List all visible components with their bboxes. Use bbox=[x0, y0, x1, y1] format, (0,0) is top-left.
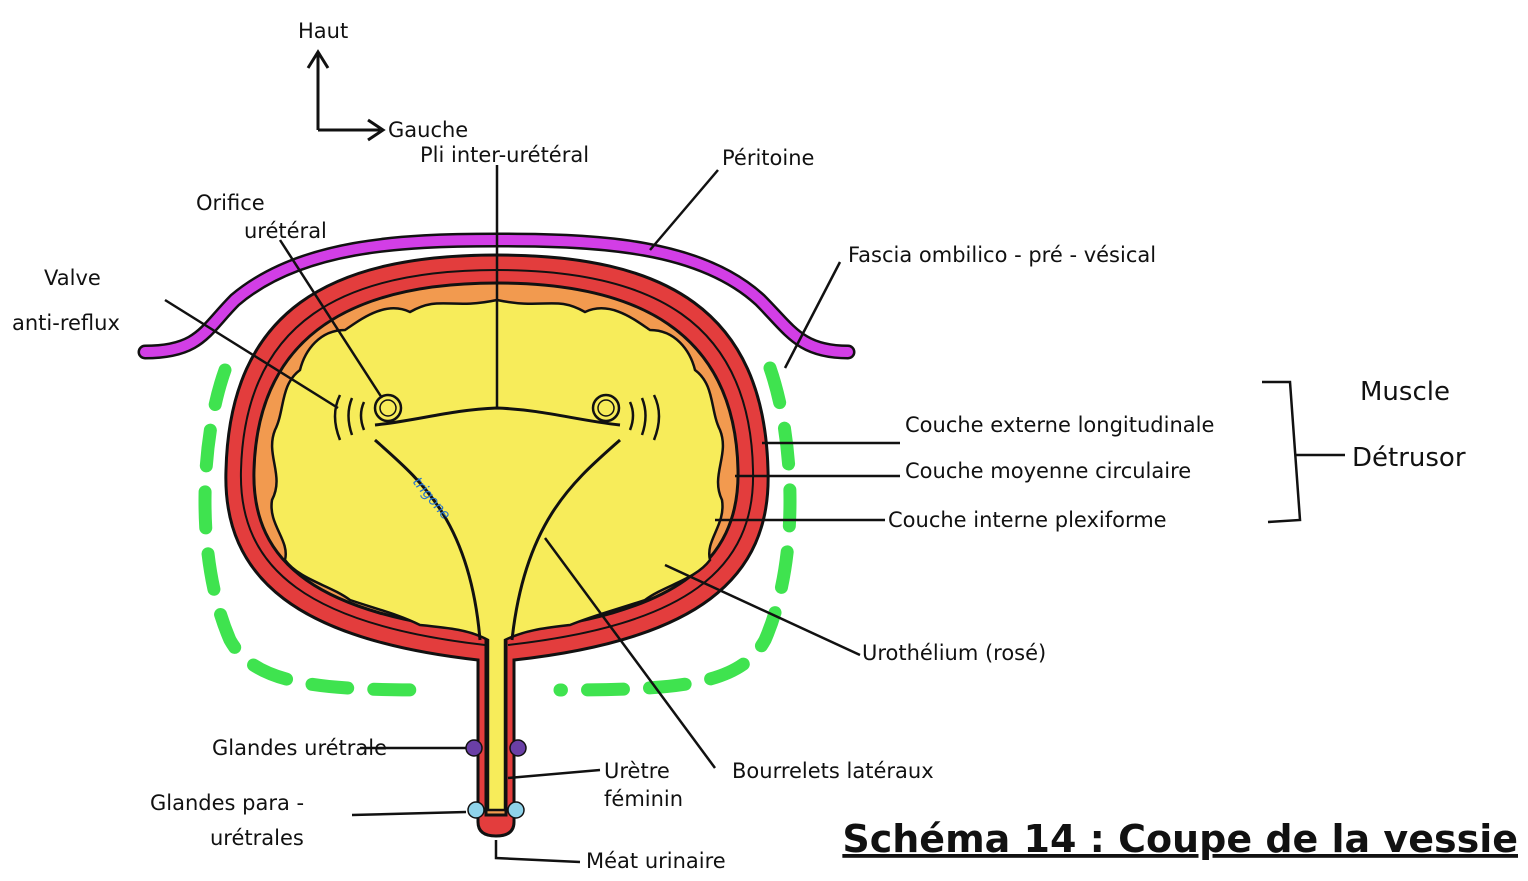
glandes-uretrale-label: Glandes urétrale bbox=[212, 736, 387, 760]
figure-caption: Schéma 14 : Coupe de la vessie bbox=[842, 817, 1518, 861]
glandes-para-label-line2: urétrales bbox=[210, 826, 304, 850]
pli-inter-ureteral-label: Pli inter-urétéral bbox=[420, 143, 589, 167]
uretre-label-line2: féminin bbox=[604, 787, 683, 811]
meat-label: Méat urinaire bbox=[586, 849, 726, 873]
valve-label-line1: Valve bbox=[44, 266, 101, 290]
ureteral-orifice-right bbox=[593, 395, 619, 421]
peritoine-label: Péritoine bbox=[722, 146, 814, 170]
ureteral-orifice-left bbox=[375, 395, 401, 421]
muscle-label-line1: Muscle bbox=[1360, 377, 1450, 407]
up-label: Haut bbox=[298, 19, 348, 43]
orifice-label-line1: Orifice bbox=[196, 191, 265, 215]
detrusor-bracket bbox=[1262, 382, 1345, 522]
bourrelets-label: Bourrelets latéraux bbox=[732, 759, 934, 783]
orifice-label-line2: urétéral bbox=[244, 219, 327, 243]
valve-label-line2: anti-reflux bbox=[12, 311, 120, 335]
urothelium-label: Urothélium (rosé) bbox=[862, 641, 1046, 665]
couche-externe-label: Couche externe longitudinale bbox=[905, 413, 1214, 437]
couche-interne-label: Couche interne plexiforme bbox=[888, 508, 1167, 532]
glandes-para-label-line1: Glandes para - bbox=[150, 791, 304, 815]
orientation-arrows bbox=[308, 52, 383, 140]
fascia-label: Fascia ombilico - pré - vésical bbox=[848, 243, 1156, 267]
left-label: Gauche bbox=[388, 118, 468, 142]
uretre-label-line1: Urètre bbox=[604, 759, 670, 783]
couche-moyenne-label: Couche moyenne circulaire bbox=[905, 459, 1191, 483]
muscle-label-line2: Détrusor bbox=[1352, 443, 1466, 473]
